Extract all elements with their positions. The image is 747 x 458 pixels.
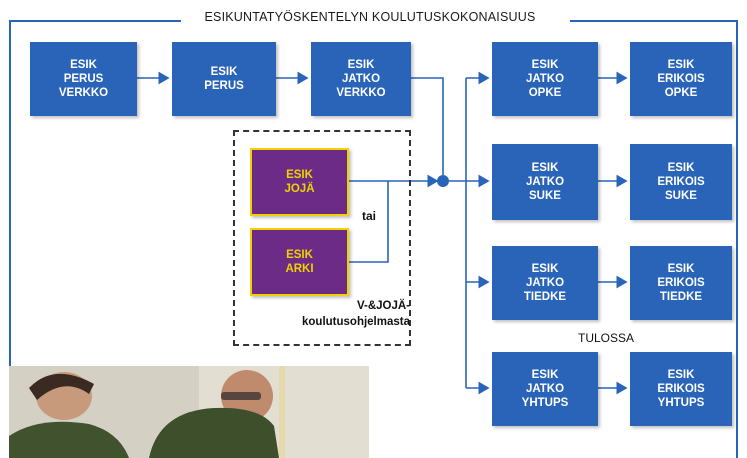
box-esik-joja: ESIK JOJÄ <box>250 148 349 216</box>
frame-right <box>736 20 738 458</box>
box-line: YHTUPS <box>521 397 569 409</box>
box-line: VERKKO <box>336 87 386 99</box>
box-esik-perus-verkko: ESIK PERUS VERKKO <box>30 42 137 116</box>
box-line: TIEDKE <box>523 291 567 303</box>
box-line: ERIKOIS <box>657 176 705 188</box>
junction-dot <box>437 175 449 187</box>
box-line: ESIK <box>210 66 238 78</box>
diagram-title: ESIKUNTATYÖSKENTELYN KOULUTUSKOKONAISUUS <box>204 10 536 24</box>
box-line: VERKKO <box>58 87 109 99</box>
box-line: JATKO <box>525 73 565 85</box>
box-esik-jatko-verkko: ESIK JATKO VERKKO <box>311 42 411 116</box>
box-line: SUKE <box>665 190 697 202</box>
frame-left <box>9 20 11 366</box>
box-line: ESIK <box>667 59 695 71</box>
photo-staff-officers <box>9 366 369 458</box>
box-line: OPKE <box>664 87 698 99</box>
box-line: ESIK <box>531 162 559 174</box>
box-esik-erikois-opke: ESIK ERIKOIS OPKE <box>630 42 732 116</box>
box-line: PERUS <box>63 73 104 85</box>
box-line: JATKO <box>341 73 381 85</box>
frame-top-left <box>9 20 181 22</box>
box-line: ERIKOIS <box>657 277 705 289</box>
box-esik-erikois-suke: ESIK ERIKOIS SUKE <box>630 144 732 220</box>
box-line: ESIK <box>531 59 559 71</box>
box-line: ESIK <box>347 59 375 71</box>
box-line: ERIKOIS <box>657 73 705 85</box>
box-esik-erikois-tiedke: ESIK ERIKOIS TIEDKE <box>630 246 732 320</box>
box-line: ARKI <box>285 263 314 275</box>
photo-illustration <box>9 366 369 458</box>
note-line: koulutusohjelmasta <box>302 316 410 328</box>
box-line: PERUS <box>204 80 244 92</box>
box-line: ESIK <box>286 249 313 261</box>
box-line: SUKE <box>529 190 561 202</box>
frame-top-right <box>570 20 738 22</box>
box-line: ESIK <box>286 169 313 181</box>
box-line: JOJÄ <box>284 183 315 195</box>
box-line: JATKO <box>525 176 565 188</box>
box-line: TIEDKE <box>659 291 703 303</box>
box-esik-jatko-suke: ESIK JATKO SUKE <box>492 144 598 220</box>
program-note: V-&JOJÄ- koulutusohjelmasta <box>246 298 410 330</box>
box-line: ESIK <box>667 263 695 275</box>
box-line: JATKO <box>525 383 565 395</box>
box-line: YHTUPS <box>657 397 705 409</box>
box-line: ERIKOIS <box>657 383 705 395</box>
or-label: tai <box>362 209 377 223</box>
box-esik-jatko-tiedke: ESIK JATKO TIEDKE <box>492 246 598 320</box>
box-line: JATKO <box>525 277 565 289</box>
box-line: OPKE <box>528 87 562 99</box>
joja-group-frame <box>233 130 411 346</box>
box-line: ESIK <box>531 369 559 381</box>
box-line: ESIK <box>667 369 695 381</box>
box-esik-erikois-yhtups: ESIK ERIKOIS YHTUPS <box>630 352 732 426</box>
box-line: ESIK <box>70 59 97 71</box>
coming-label: TULOSSA <box>578 331 635 345</box>
note-line: V-&JOJÄ- <box>356 300 410 312</box>
box-esik-arki: ESIK ARKI <box>250 228 349 296</box>
box-esik-jatko-yhtups: ESIK JATKO YHTUPS <box>492 352 598 426</box>
box-esik-jatko-opke: ESIK JATKO OPKE <box>492 42 598 116</box>
box-line: ESIK <box>531 263 559 275</box>
box-esik-perus: ESIK PERUS <box>172 42 276 116</box>
box-line: ESIK <box>667 162 695 174</box>
